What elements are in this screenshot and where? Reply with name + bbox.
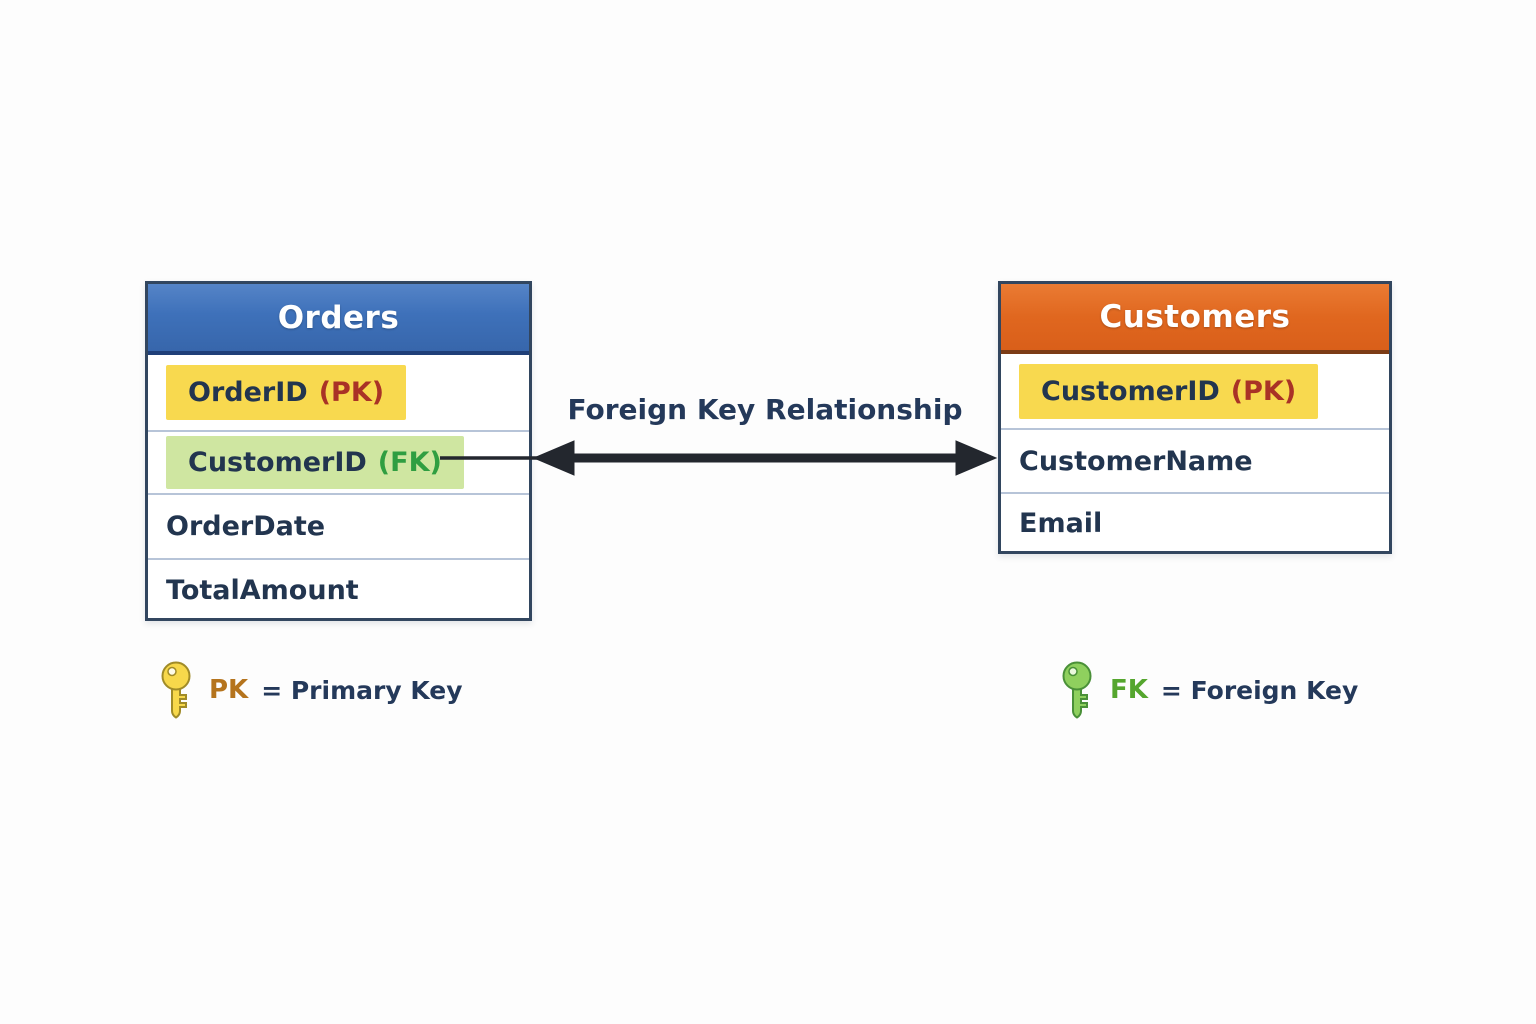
legend-foreign-key: FK = Foreign Key xyxy=(1057,660,1358,720)
gold-key-icon xyxy=(161,661,191,719)
legend-pk-abbr: PK xyxy=(209,675,249,705)
customers-table: Customers CustomerID (PK) CustomerName E… xyxy=(998,281,1392,554)
field-name: TotalAmount xyxy=(166,575,359,606)
field-name: Email xyxy=(1019,508,1103,539)
foreign-key-arrow-icon xyxy=(440,440,998,476)
orders-row-totalamount: TotalAmount xyxy=(148,558,529,621)
legend-fk-text: = Foreign Key xyxy=(1160,675,1359,705)
customers-table-header: Customers xyxy=(1001,284,1389,354)
field-name: CustomerName xyxy=(1019,445,1253,477)
legend-fk-abbr: FK xyxy=(1110,675,1148,705)
primary-key-highlight: CustomerID (PK) xyxy=(1019,363,1319,419)
field-key-tag: (FK) xyxy=(377,447,442,478)
green-key-icon xyxy=(1062,661,1092,719)
legend-primary-key: PK = Primary Key xyxy=(156,660,463,720)
customers-row-customerid: CustomerID (PK) xyxy=(1001,354,1389,428)
orders-table-title: Orders xyxy=(277,299,400,336)
orders-row-customerid: CustomerID (FK) xyxy=(148,430,529,493)
legend-pk-text: = Primary Key xyxy=(261,675,463,705)
foreign-key-highlight: CustomerID (FK) xyxy=(166,436,464,489)
field-name: OrderID xyxy=(188,377,308,408)
field-key-tag: (PK) xyxy=(1230,375,1297,407)
relationship-label: Foreign Key Relationship xyxy=(567,393,963,426)
primary-key-highlight: OrderID (PK) xyxy=(166,365,407,420)
orders-table-header: Orders xyxy=(148,284,529,355)
field-name: CustomerID xyxy=(1041,375,1220,407)
field-name: CustomerID xyxy=(188,447,367,478)
orders-row-orderdate: OrderDate xyxy=(148,493,529,558)
customers-table-title: Customers xyxy=(1099,299,1291,335)
customers-row-email: Email xyxy=(1001,492,1389,553)
field-key-tag: (PK) xyxy=(318,377,385,408)
customers-row-customername: CustomerName xyxy=(1001,428,1389,492)
field-name: OrderDate xyxy=(166,511,326,542)
orders-row-orderid: OrderID (PK) xyxy=(148,355,529,430)
orders-table: Orders OrderID (PK) CustomerID (FK) Orde… xyxy=(145,281,532,621)
